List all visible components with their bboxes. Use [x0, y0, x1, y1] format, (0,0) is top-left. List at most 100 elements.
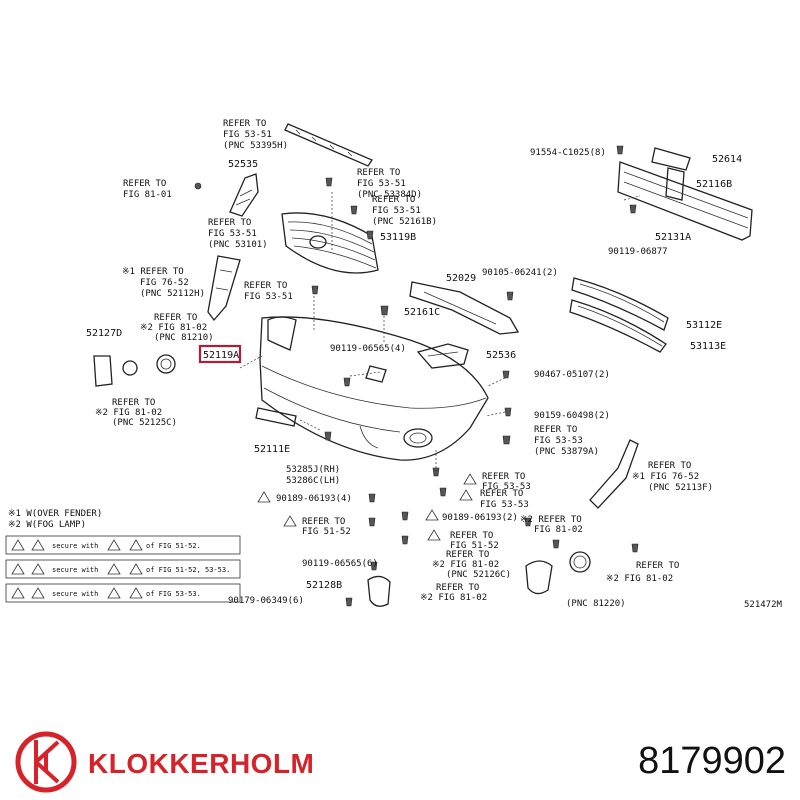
label-52536: 52536 — [486, 350, 516, 361]
label-refer-18: REFER TO — [436, 583, 479, 593]
label-refer-7: REFER TO — [244, 281, 287, 291]
label-refer-8: REFER TO — [154, 313, 197, 323]
bracket-52536 — [416, 343, 469, 369]
label-90105: 90105-06241(2) — [482, 268, 558, 278]
side-retainer-right — [207, 255, 241, 322]
label-fig-15: FIG 81-02 — [534, 525, 583, 535]
label-fig-7: FIG 53-51 — [244, 292, 293, 302]
label-figure-code: 521472M — [744, 600, 783, 610]
label-refer-11: REFER TO — [648, 461, 691, 471]
label-fig-1: FIG 53-51 — [223, 130, 272, 140]
label-refer-3: REFER TO — [357, 168, 400, 178]
label-90119-06565-6: 90119-06565(6) — [302, 559, 378, 569]
label-52131a: 52131A — [655, 232, 691, 243]
label-refer-16: REFER TO — [450, 531, 493, 541]
label-52614: 52614 — [712, 154, 742, 165]
brand-name: KLOKKERHOLM — [88, 748, 315, 779]
label-pnc-10: (PNC 53879A) — [534, 447, 599, 457]
note-1-suffix: of FIG 51-52. — [146, 542, 201, 550]
lower-strip-52111e — [255, 407, 297, 427]
label-refer-13: REFER TO — [480, 489, 523, 499]
label-fig-18: ※2 FIG 81-02 — [420, 593, 487, 603]
label-fig-4: FIG 53-51 — [372, 206, 421, 216]
lower-grille-lower — [569, 299, 667, 353]
label-90467: 90467-05107(2) — [534, 370, 610, 380]
label-fig-6: FIG 76-52 — [140, 278, 189, 288]
label-refer-19: REFER TO — [636, 561, 679, 571]
label-fig-14: FIG 51-52 — [302, 527, 351, 537]
label-fig-19: ※2 FIG 81-02 — [606, 574, 673, 584]
label-53112e: 53112E — [686, 320, 722, 331]
leader-lines — [239, 192, 641, 476]
label-refer-10: REFER TO — [534, 425, 577, 435]
label-refer-5: REFER TO — [208, 218, 251, 228]
label-52119a: 52119A — [203, 350, 239, 361]
article-number: 8179902 — [638, 740, 786, 782]
label-52116b: 52116B — [696, 179, 732, 190]
label-pnc-11: (PNC 52113F) — [648, 483, 713, 493]
label-fig-12: FIG 53-53 — [482, 482, 531, 492]
parts-diagram: REFER TO FIG 53-51 (PNC 53395H) 52535 RE… — [5, 119, 783, 610]
grille-clips — [311, 177, 374, 295]
warning-triangles — [257, 473, 477, 541]
label-fig-8: ※2 FIG 81-02 — [140, 323, 207, 333]
label-refer-17: REFER TO — [446, 550, 489, 560]
label-refer-4: REFER TO — [372, 195, 415, 205]
label-fig-3: FIG 53-51 — [357, 179, 406, 189]
label-90119-06877: 90119-06877 — [608, 247, 668, 257]
label-fig-2: FIG 81-01 — [123, 190, 172, 200]
bumper-cover — [259, 316, 489, 461]
label-refer-12: REFER TO — [482, 472, 525, 482]
label-fig-16: FIG 51-52 — [450, 541, 499, 551]
label-note-fender: ※1 W(OVER FENDER) — [8, 509, 102, 519]
label-52535: 52535 — [228, 159, 258, 170]
label-pnc-1: (PNC 53395H) — [223, 141, 288, 151]
note-3-suffix: of FIG 53-53. — [146, 590, 201, 598]
label-fig-9: ※2 FIG 81-02 — [95, 408, 162, 418]
label-pnc-17: (PNC 52126C) — [446, 570, 511, 580]
note-2-text: secure with — [52, 566, 98, 574]
label-refer-1: REFER TO — [223, 119, 266, 129]
radiator-grille — [281, 212, 379, 274]
fog-bracket-left — [93, 354, 176, 387]
center-support-52029 — [409, 281, 520, 335]
label-pnc-19: (PNC 81220) — [566, 599, 626, 609]
label-53286c: 53286C(LH) — [286, 476, 340, 486]
label-refer-15: ※2 REFER TO — [520, 515, 582, 525]
label-pnc-8: (PNC 81210) — [154, 333, 214, 343]
label-90179: 90179-06349(6) — [228, 596, 304, 606]
label-pnc-4: (PNC 52161B) — [372, 217, 437, 227]
fastener-column — [324, 370, 639, 607]
label-52029: 52029 — [446, 273, 476, 284]
bumper-reinforcement — [616, 145, 753, 241]
side-retainer-left — [589, 439, 639, 509]
label-refer-2: REFER TO — [123, 179, 166, 189]
label-fig-5: FIG 53-51 — [208, 229, 257, 239]
clip-52161c — [380, 305, 389, 316]
note-1-text: secure with — [52, 542, 98, 550]
label-fig-17: ※2 FIG 81-02 — [432, 560, 499, 570]
label-note-foglamp: ※2 W(FOG LAMP) — [8, 520, 86, 530]
label-52111e: 52111E — [254, 444, 290, 455]
label-90159: 90159-60498(2) — [534, 411, 610, 421]
label-fig-11: ※1 FIG 76-52 — [632, 472, 699, 482]
highlight-box — [198, 344, 242, 364]
label-90189-4: 90189-06193(4) — [276, 494, 352, 504]
label-refer-6: ※1 REFER TO — [122, 267, 184, 277]
label-53119b: 53119B — [380, 232, 416, 243]
label-90189-2: 90189-06193(2) — [442, 513, 518, 523]
notes-table: secure with of FIG 51-52. secure with of… — [5, 535, 241, 603]
label-fig-10: FIG 53-53 — [534, 436, 583, 446]
label-pnc-3: (PNC 53384D) — [357, 190, 422, 200]
label-pnc-9: (PNC 52125C) — [112, 418, 177, 428]
lower-grille-upper — [571, 277, 669, 331]
callout-labels: REFER TO FIG 53-51 (PNC 53395H) 52535 RE… — [8, 119, 783, 610]
klokkerholm-logo-icon — [15, 731, 77, 793]
bracket-52535 — [194, 173, 259, 217]
fog-bracket-lower — [367, 551, 591, 607]
label-fig-13: FIG 53-53 — [480, 500, 529, 510]
label-52161c: 52161C — [404, 307, 440, 318]
note-3-text: secure with — [52, 590, 98, 598]
label-53285j: 53285J(RH) — [286, 465, 340, 475]
label-52127d: 52127D — [86, 328, 122, 339]
